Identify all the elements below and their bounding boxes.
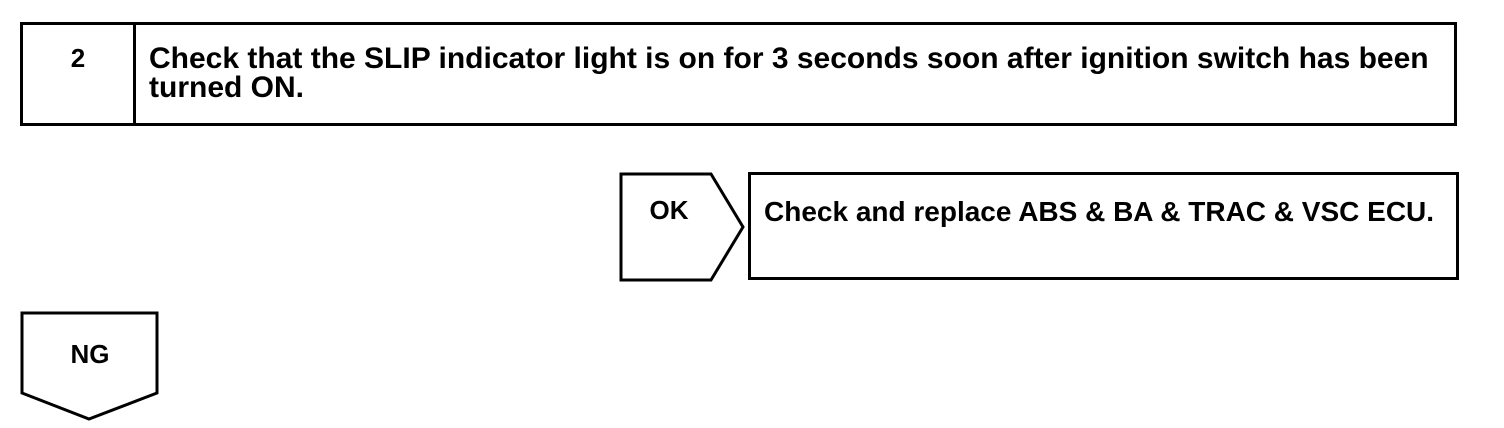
step-box: 2 Check that the SLIP indicator light is…: [20, 22, 1457, 126]
ok-arrow-icon: [619, 172, 745, 282]
step-number: 2: [23, 25, 136, 123]
ok-label: OK: [649, 195, 689, 225]
ng-label: NG: [70, 339, 110, 369]
ok-result-box: Check and replace ABS & BA & TRAC & VSC …: [748, 172, 1459, 280]
step-instruction: Check that the SLIP indicator light is o…: [149, 42, 1429, 104]
ng-arrow-icon: [20, 311, 159, 421]
